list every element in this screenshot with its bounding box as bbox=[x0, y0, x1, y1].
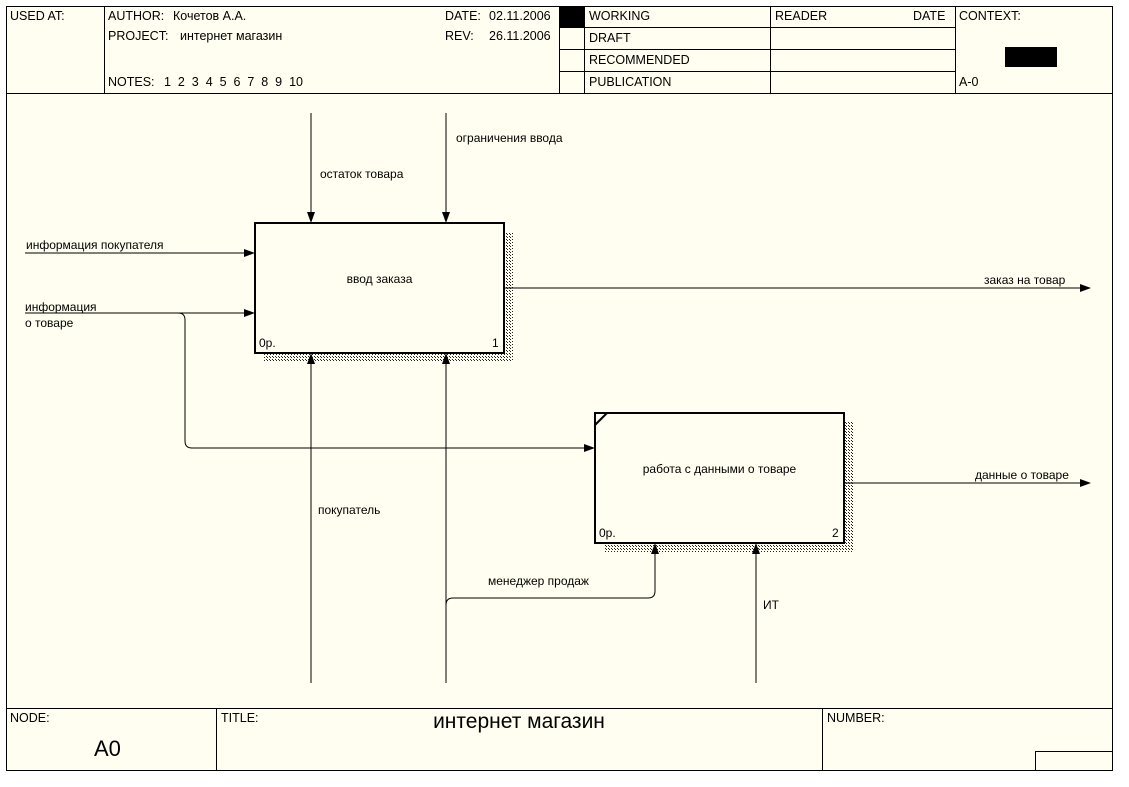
reader-label: READER bbox=[775, 9, 828, 23]
activity-2-rect bbox=[594, 412, 845, 544]
arrowhead-mechanism-customer bbox=[307, 353, 315, 364]
label-mechanism-customer: покупатель bbox=[318, 503, 381, 517]
activity-1-rect bbox=[254, 222, 505, 354]
arrowhead-input-product-info bbox=[244, 309, 255, 317]
arrowhead-control-stock bbox=[307, 212, 315, 223]
rev-value: 26.11.2006 bbox=[489, 29, 551, 43]
label-output-order: заказ на товар bbox=[984, 273, 1066, 287]
working-status-marker bbox=[560, 7, 584, 27]
arrowhead-output-product-data bbox=[1080, 479, 1091, 487]
label-control-input-limits: ограничения ввода bbox=[456, 131, 563, 145]
status-publication: PUBLICATION bbox=[589, 75, 672, 89]
used-at-label: USED AT: bbox=[10, 9, 65, 23]
status-draft: DRAFT bbox=[589, 31, 631, 45]
node-label: NODE: bbox=[10, 711, 50, 725]
arrowhead-input-customer-info bbox=[244, 249, 255, 257]
project-value: интернет магазин bbox=[180, 29, 283, 43]
arrowhead-input-product-info-branch bbox=[584, 444, 595, 452]
page-title: интернет магазин bbox=[433, 710, 605, 733]
title-label: TITLE: bbox=[221, 711, 259, 725]
arrowhead-mechanism-sales-manager-branch bbox=[651, 543, 659, 554]
status-recommended: RECOMMENDED bbox=[589, 53, 690, 67]
reader-date-label: DATE bbox=[913, 9, 946, 23]
arrowhead-mechanism-it bbox=[752, 543, 760, 554]
label-mechanism-sales-manager: менеджер продаж bbox=[488, 574, 589, 588]
activity-1-number: 1 bbox=[492, 336, 499, 350]
activity-box-2[interactable] bbox=[594, 412, 853, 552]
arrowhead-output-order bbox=[1080, 284, 1091, 292]
arrow-lines bbox=[25, 113, 1083, 683]
label-input-product-info-2: о товаре bbox=[25, 316, 74, 330]
author-label: AUTHOR: bbox=[108, 9, 165, 23]
arrowheads bbox=[244, 212, 1091, 554]
status-working: WORKING bbox=[589, 9, 651, 23]
notes-label: NOTES: bbox=[108, 75, 155, 89]
number-label: NUMBER: bbox=[827, 711, 885, 725]
context-thumbnail bbox=[1005, 47, 1057, 67]
rev-label: REV: bbox=[445, 29, 474, 43]
arrowhead-control-input-limits bbox=[442, 212, 450, 223]
mechanism-sales-manager-branch[interactable] bbox=[445, 550, 656, 606]
node-value: A0 bbox=[94, 736, 121, 761]
activity-1-name: ввод заказа bbox=[346, 272, 413, 286]
activity-2-number: 2 bbox=[832, 526, 839, 540]
input-product-info-branch[interactable] bbox=[177, 312, 588, 449]
context-label: CONTEXT: bbox=[959, 9, 1021, 23]
activity-box-1[interactable] bbox=[254, 222, 513, 362]
label-control-stock: остаток товара bbox=[320, 167, 404, 181]
idef0-sheet bbox=[6, 6, 1113, 771]
notes-values: 1 2 3 4 5 6 7 8 9 10 bbox=[164, 75, 303, 89]
activity-1-corner-label: 0р. bbox=[259, 336, 276, 350]
context-node: A-0 bbox=[959, 75, 979, 89]
label-mechanism-it: ИТ bbox=[763, 598, 779, 612]
activity-2-corner-mark bbox=[594, 412, 608, 426]
activity-2-corner-label: 0р. bbox=[599, 526, 616, 540]
label-output-product-data: данные о товаре bbox=[975, 468, 1069, 482]
date-label: DATE: bbox=[445, 9, 481, 23]
arrowhead-mechanism-sales-manager bbox=[442, 353, 450, 364]
label-input-customer-info: информация покупателя bbox=[26, 238, 164, 252]
project-label: PROJECT: bbox=[108, 29, 169, 43]
author-value: Кочетов А.А. bbox=[173, 9, 247, 23]
activity-2-name: работа с данными о товаре bbox=[642, 462, 797, 476]
date-value: 02.11.2006 bbox=[489, 9, 551, 23]
label-input-product-info-1: информация bbox=[25, 300, 97, 314]
